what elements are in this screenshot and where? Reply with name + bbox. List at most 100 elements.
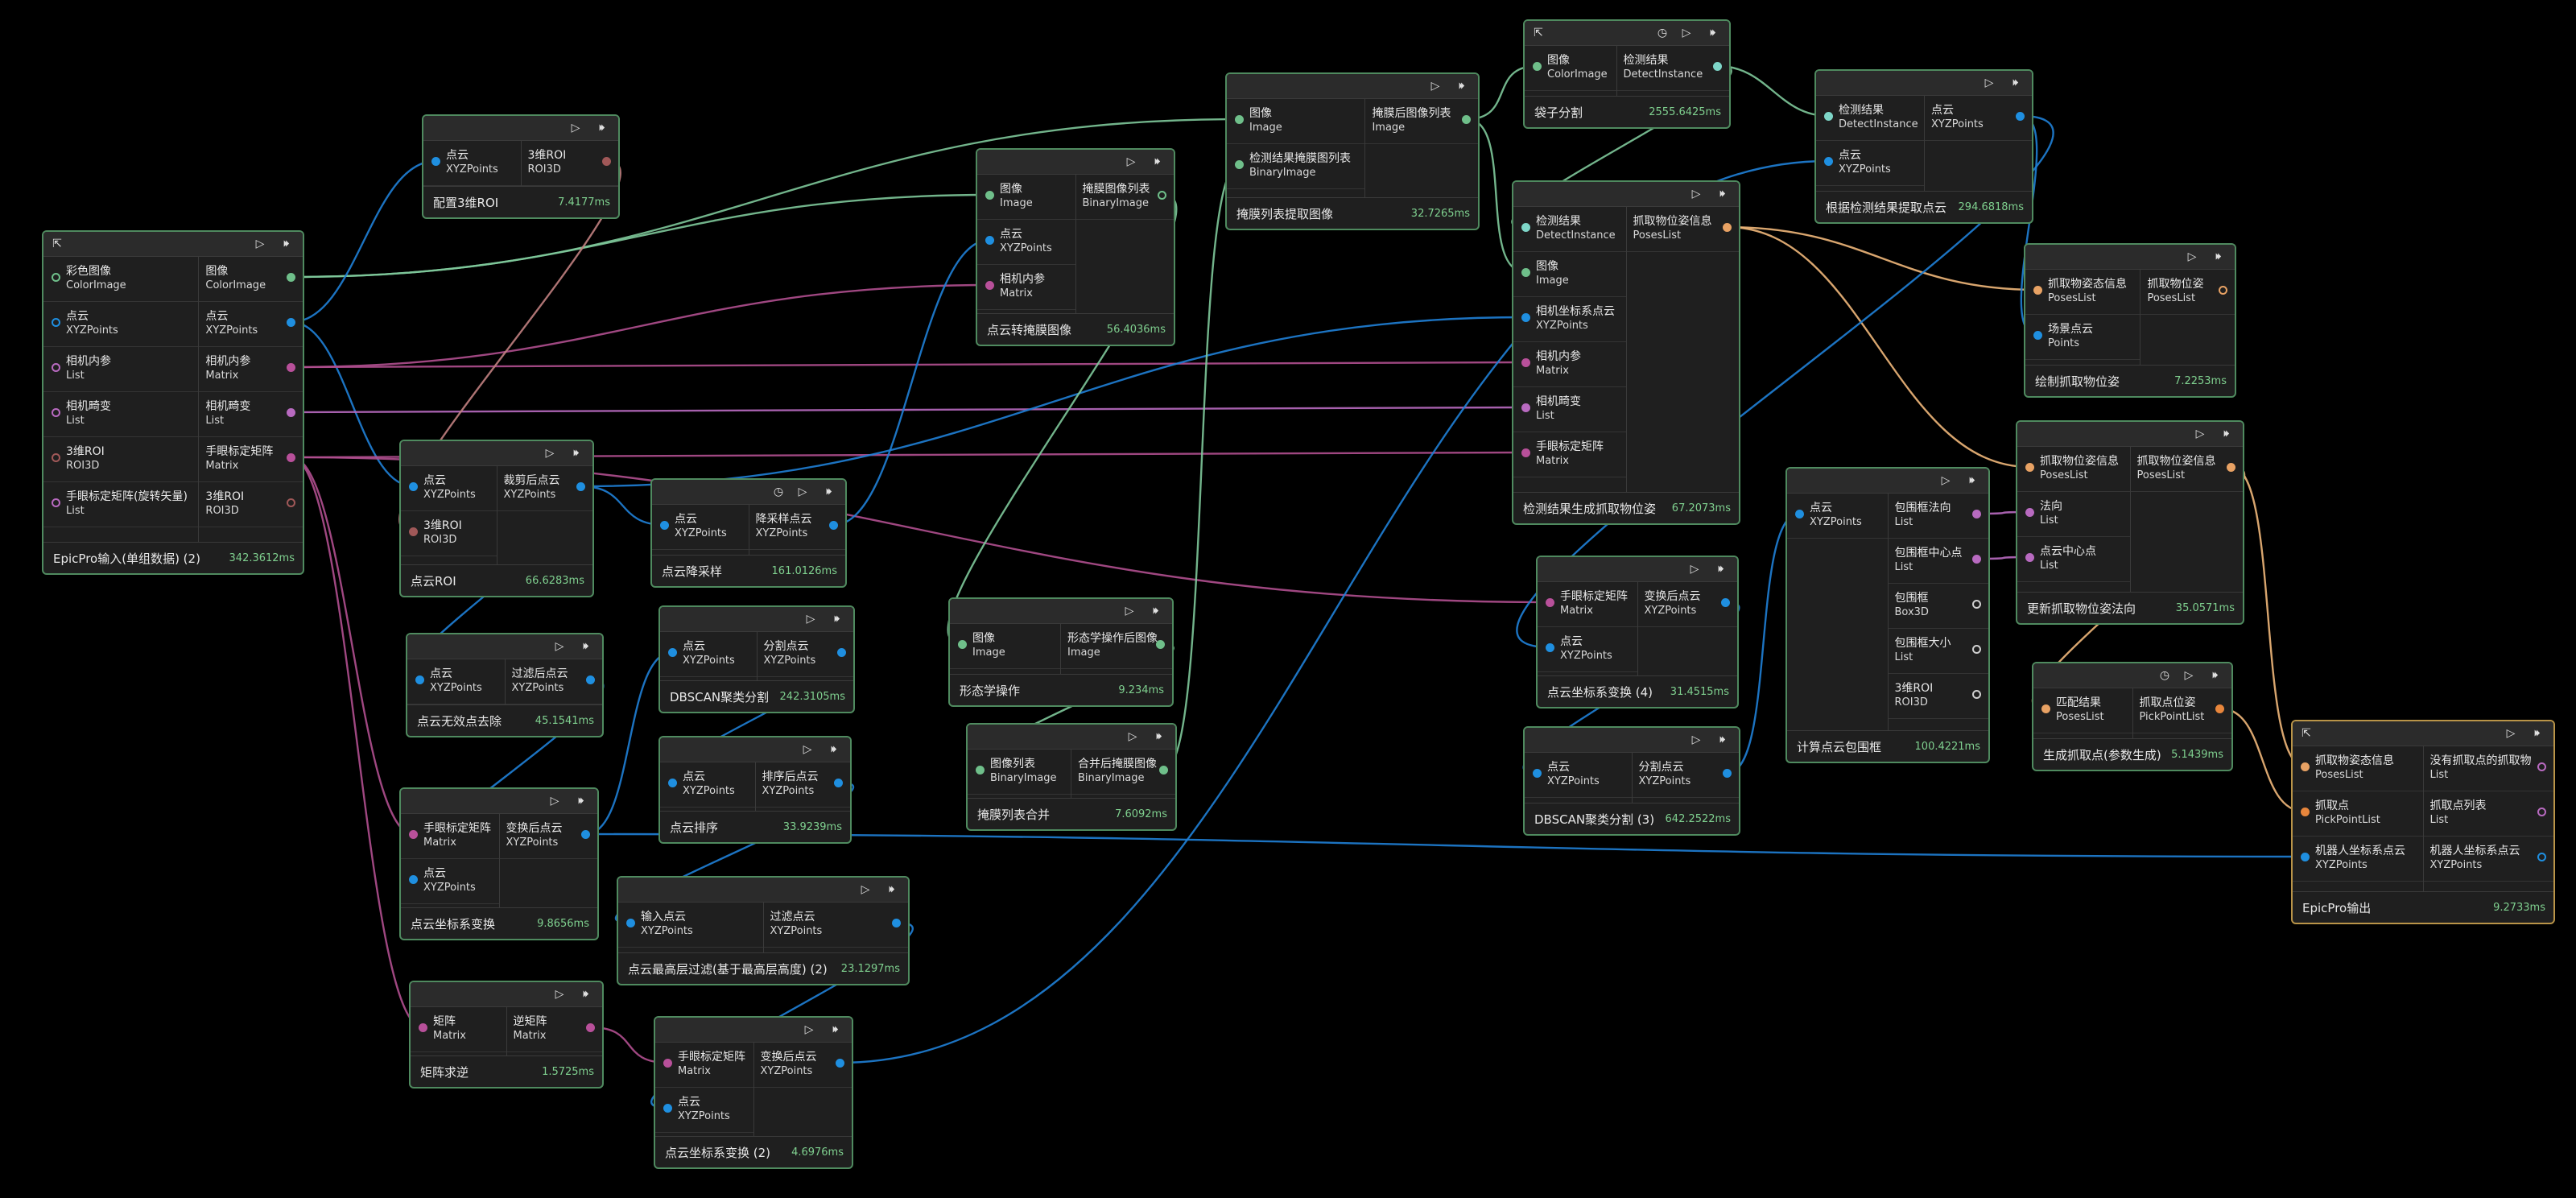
node-header[interactable]: ⏵⏵▷ [655,1018,852,1043]
wire[interactable] [585,651,673,836]
port-connector[interactable] [1972,690,1981,699]
port-connector[interactable] [419,1023,427,1032]
port-connector[interactable] [52,363,60,372]
fast-forward-icon[interactable]: ⏵⏵ [577,795,584,806]
fast-forward-icon[interactable]: ⏵⏵ [572,448,580,458]
port-connector[interactable] [52,273,60,282]
wire[interactable] [2231,465,2306,768]
wire[interactable] [590,1026,668,1064]
wire[interactable] [291,283,990,369]
port-connector[interactable] [1159,766,1168,775]
port-connector[interactable] [1521,223,1530,232]
wire[interactable] [1516,114,2054,649]
wire[interactable] [650,921,914,1109]
port-connector[interactable] [287,363,295,372]
port-connector[interactable] [663,1059,672,1068]
fast-forward-icon[interactable]: ⏵⏵ [598,122,605,133]
port-connector[interactable] [1972,510,1981,518]
wire[interactable] [580,485,665,527]
port-connector[interactable] [1521,403,1530,412]
port-connector[interactable] [2041,704,2050,713]
play-icon[interactable]: ▷ [1430,80,1440,93]
fast-forward-icon[interactable]: ⏵⏵ [1154,156,1161,167]
play-icon[interactable]: ▷ [1125,605,1134,618]
clock-icon[interactable]: ◷ [773,485,784,498]
port-connector[interactable] [1972,600,1981,609]
fast-forward-icon[interactable]: ⏵⏵ [582,641,589,651]
node-header[interactable]: ⇱⏵⏵▷◷ [1525,21,1729,46]
wire[interactable] [291,406,1526,414]
port-connector[interactable] [602,157,611,166]
port-connector[interactable] [1235,160,1244,169]
node-header[interactable]: ⏵⏵▷ [401,441,592,466]
node-header[interactable]: ⏵⏵▷ [401,789,597,814]
node-header[interactable]: ⏵⏵▷ [1816,71,2032,96]
node-header[interactable]: ⏵⏵▷ [1227,74,1478,99]
wire[interactable] [1727,225,2038,291]
play-icon[interactable]: ▷ [255,238,265,250]
node-header[interactable]: ⏵⏵▷ [950,599,1172,624]
node-header[interactable]: ⇱⏵⏵▷ [2293,721,2553,746]
play-icon[interactable]: ▷ [1126,155,1136,168]
play-icon[interactable]: ▷ [798,485,807,498]
fast-forward-icon[interactable]: ⏵⏵ [888,884,895,894]
port-connector[interactable] [1721,598,1730,607]
fast-forward-icon[interactable]: ⏵⏵ [2223,428,2230,439]
node-header[interactable]: ⏵⏵▷◷ [2033,663,2231,688]
port-connector[interactable] [409,830,418,839]
port-connector[interactable] [668,648,677,657]
port-connector[interactable] [1824,157,1833,166]
port-connector[interactable] [958,640,967,649]
fast-forward-icon[interactable]: ⏵⏵ [1719,188,1726,199]
wire[interactable] [1163,163,1240,771]
play-icon[interactable]: ▷ [571,122,580,134]
node-header[interactable]: ⏵⏵▷ [618,878,908,903]
play-icon[interactable]: ▷ [555,988,564,1001]
port-connector[interactable] [1156,640,1165,649]
play-icon[interactable]: ▷ [804,1023,814,1036]
port-connector[interactable] [663,1104,672,1113]
port-connector[interactable] [52,318,60,327]
play-icon[interactable]: ▷ [806,613,815,626]
node-header[interactable]: ⏵⏵▷ [1525,728,1739,753]
port-connector[interactable] [1521,448,1530,457]
port-connector[interactable] [660,521,669,530]
port-connector[interactable] [1723,223,1732,232]
port-connector[interactable] [2033,286,2042,295]
port-connector[interactable] [1546,643,1554,652]
play-icon[interactable]: ▷ [1682,27,1691,39]
